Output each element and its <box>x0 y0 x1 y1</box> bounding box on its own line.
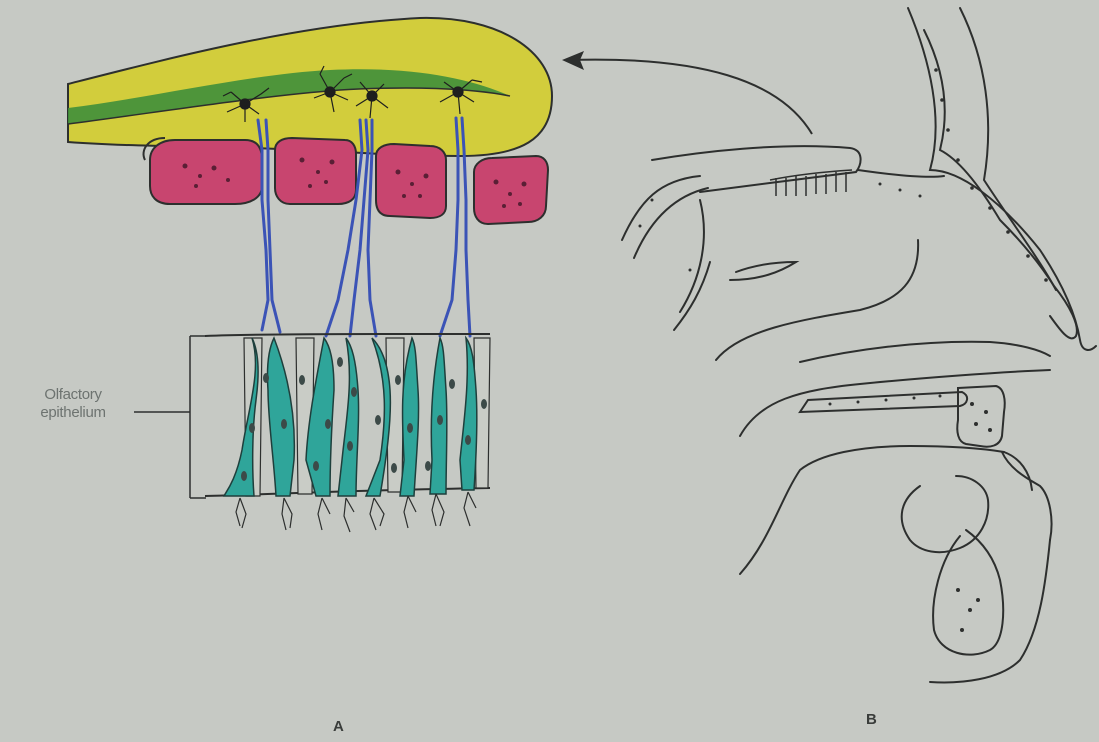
panel-a-label: A <box>333 718 344 735</box>
epithelium-label-line1: Olfactory <box>18 386 128 404</box>
olfactory-epithelium-label: Olfactory epithelium <box>18 386 128 422</box>
nasal-turbinate <box>730 262 796 280</box>
panel-b-label: B <box>866 711 877 728</box>
epithelium-label-line2: epithelium <box>18 404 128 422</box>
panel-a-illustration <box>68 18 552 532</box>
olfactory-epithelium <box>134 334 490 532</box>
olfactory-cilia <box>236 492 476 532</box>
panel-b-sagittal-section <box>622 8 1096 682</box>
oral-cavity-outline <box>740 446 1004 574</box>
pointer-arrow <box>562 51 812 134</box>
